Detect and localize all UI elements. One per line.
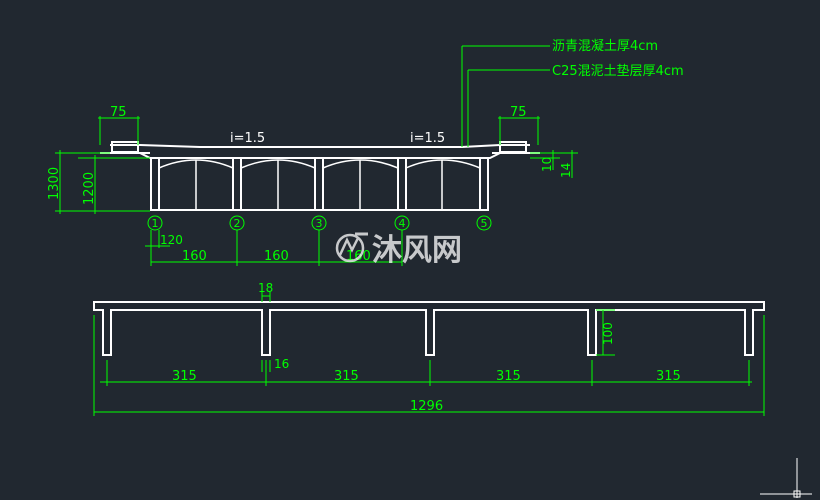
dim-bottom-gap: 16	[274, 357, 289, 371]
dim-spacing-1: 160	[182, 249, 207, 264]
bottom-dims	[93, 292, 765, 416]
dim-top-web: 120	[160, 233, 183, 247]
dim-total-width: 1296	[410, 399, 443, 414]
svg-text:2: 2	[234, 217, 241, 230]
top-spacing-dims	[145, 230, 403, 266]
axis-marker-3: 3	[311, 215, 327, 231]
axis-marker-2: 2	[229, 215, 245, 231]
dim-spacing-2: 160	[264, 249, 289, 264]
top-bridge-section	[100, 141, 540, 211]
layer-label-asphalt: 沥青混凝土厚4cm	[552, 38, 658, 54]
svg-text:5: 5	[481, 217, 488, 230]
curb-dims	[98, 116, 540, 145]
dim-span-4: 315	[656, 369, 681, 384]
dim-span-2: 315	[334, 369, 359, 384]
axis-marker-4: 4	[394, 215, 410, 231]
svg-text:3: 3	[316, 217, 323, 230]
dim-right-14: 14	[559, 163, 573, 178]
dim-bottom-web: 18	[258, 281, 273, 295]
watermark-text: 沐风网	[372, 233, 462, 268]
axis-marker-5: 5	[476, 215, 492, 231]
dim-right-10: 10	[540, 157, 554, 172]
curb-right	[499, 141, 527, 153]
layer-leaders	[461, 45, 550, 147]
slope-label-left: i=1.5	[230, 131, 265, 146]
curb-left	[111, 141, 139, 153]
axis-marker-1: 1	[147, 215, 163, 231]
watermark: 沐风网	[335, 232, 462, 268]
left-height-dims	[55, 150, 150, 214]
top-diaphragms	[195, 160, 443, 210]
dim-span-3: 315	[496, 369, 521, 384]
slope-label-right: i=1.5	[410, 131, 445, 146]
dim-curb-left: 75	[110, 105, 127, 120]
svg-text:4: 4	[399, 217, 406, 230]
dim-rib-height: 100	[601, 322, 615, 345]
dim-total-height: 1300	[47, 167, 62, 200]
slab-underside	[139, 152, 501, 159]
bottom-slab-outline	[93, 301, 765, 356]
dim-curb-right: 75	[510, 105, 527, 120]
axis-markers: 1 2 3 4 5	[147, 215, 492, 231]
svg-text:1: 1	[152, 217, 159, 230]
layer-label-c25: C25混泥土垫层厚4cm	[552, 63, 684, 79]
deck-top-line	[110, 144, 530, 148]
right-small-dims	[530, 150, 578, 178]
watermark-logo-icon	[335, 232, 368, 263]
dim-span-1: 315	[172, 369, 197, 384]
ucs-crosshair-icon	[760, 458, 812, 498]
top-haunches	[158, 159, 481, 169]
top-webs	[150, 158, 489, 211]
dim-beam-height: 1200	[82, 172, 97, 205]
bottom-bridge-section	[93, 301, 765, 356]
